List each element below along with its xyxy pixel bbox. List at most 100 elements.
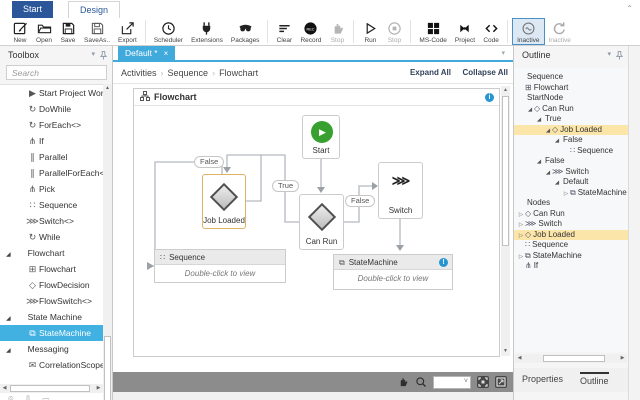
toolbox-item[interactable]: ↻ForEach<>	[0, 117, 103, 133]
category-arrow-icon[interactable]: ◢	[6, 252, 11, 258]
scrollbar-thumb[interactable]	[10, 385, 90, 392]
can-run-decision-node[interactable]: Can Run	[299, 194, 344, 250]
toolbox-menu-icon[interactable]: ▾	[91, 51, 95, 58]
toolbox-item[interactable]: ▶Start Project Workflow	[0, 85, 103, 101]
save-button[interactable]: Save	[56, 18, 80, 45]
category-arrow-icon[interactable]: ◢	[6, 316, 11, 322]
tree-arrow-icon[interactable]: ▷	[518, 253, 524, 260]
scrollbar-thumb[interactable]	[104, 336, 111, 400]
outline-row[interactable]: ◢True	[514, 114, 628, 125]
scroll-down-icon[interactable]: ▼	[503, 348, 508, 354]
outline-row[interactable]: ◢◇Can Run	[514, 104, 628, 115]
collapse-all-button[interactable]: Collapse All	[462, 68, 509, 77]
toolbox-item[interactable]: ↻While	[0, 229, 103, 245]
tree-arrow-icon[interactable]: ◢	[536, 117, 542, 123]
scrollbar-thumb[interactable]	[502, 96, 509, 246]
toolbox-item[interactable]: ✉CorrelationScope	[0, 357, 103, 373]
scroll-up-icon[interactable]: ▲	[105, 85, 110, 91]
scheduler-button[interactable]: Scheduler	[150, 18, 187, 45]
toolbox-item[interactable]: ∷Sequence	[0, 197, 103, 213]
zoom-magnifier-icon[interactable]	[415, 376, 427, 388]
tree-arrow-icon[interactable]: ◢	[545, 127, 551, 134]
mscode-button[interactable]: MS-Code	[415, 18, 450, 45]
inactive-toggle-button[interactable]: Inactive	[512, 18, 545, 45]
tree-arrow-icon[interactable]: ▷	[518, 222, 524, 228]
outline-row[interactable]: Nodes	[514, 198, 628, 209]
open-button[interactable]: Open	[32, 18, 56, 45]
ribbon-tab-design[interactable]: Design	[68, 1, 121, 18]
tree-arrow-icon[interactable]: ▷	[518, 232, 524, 239]
outline-horizontal-scrollbar[interactable]: ◀ ▶	[515, 354, 627, 363]
toolbox-item[interactable]: ∥Parallel	[0, 149, 103, 165]
outline-row[interactable]: ◢False	[514, 135, 628, 146]
outline-row[interactable]: ◢◇Job Loaded	[514, 124, 628, 135]
info-icon[interactable]: !	[439, 258, 448, 267]
packages-button[interactable]: Packages	[227, 18, 264, 45]
outline-menu-icon[interactable]: ▾	[607, 51, 611, 58]
close-tab-icon[interactable]: ×	[163, 49, 169, 58]
tree-arrow-icon[interactable]: ▷	[518, 211, 524, 218]
document-tab[interactable]: Default *×	[118, 46, 176, 60]
outline-row[interactable]: ▷⋙Switch	[514, 219, 628, 230]
toolbox-item[interactable]: ⊞Flowchart	[0, 261, 103, 277]
scroll-right-icon[interactable]: ▶	[96, 385, 101, 391]
outline-row[interactable]: StartNode	[514, 93, 628, 104]
outline-row[interactable]: ◢False	[514, 156, 628, 167]
expand-all-button[interactable]: Expand All	[409, 68, 451, 77]
outline-row[interactable]: ▷⧉StateMachine	[514, 251, 628, 262]
export-button[interactable]: Export	[114, 18, 141, 45]
scroll-right-icon[interactable]: ▶	[620, 355, 625, 361]
pan-hand-icon[interactable]	[397, 376, 409, 388]
outline-row[interactable]: ◢⋙Switch	[514, 167, 628, 178]
fit-to-screen-button[interactable]	[477, 376, 489, 388]
outline-row[interactable]: ∷Sequence	[514, 146, 628, 157]
outline-row[interactable]: ▷⧉StateMachine	[514, 188, 628, 199]
toolbox-item[interactable]: ◇FlowDecision	[0, 277, 103, 293]
pin-icon[interactable]	[616, 50, 623, 60]
tab-properties[interactable]: Properties	[522, 374, 564, 384]
outline-row[interactable]: ⊞Flowchart	[514, 83, 628, 94]
toolbox-horizontal-scrollbar[interactable]: ◀ ▶	[0, 384, 103, 393]
tree-arrow-icon[interactable]: ◢	[554, 138, 560, 144]
statemachine-collapsed-node[interactable]: ⧉StateMachine! Double-click to view	[333, 254, 453, 290]
toolbox-item[interactable]: ∥ParallelForEach<>	[0, 165, 103, 181]
toolbox-item[interactable]: ◢State Machine	[0, 309, 103, 325]
flowchart-activity[interactable]: Flowchart i	[133, 88, 500, 357]
outline-row[interactable]: ▷◇Can Run	[514, 209, 628, 220]
ribbon-tab-start[interactable]: Start	[12, 1, 54, 18]
toolbox-search-input[interactable]	[6, 65, 107, 80]
tree-arrow-icon[interactable]: ◢	[527, 106, 533, 113]
design-canvas[interactable]: Flowchart i	[113, 84, 513, 358]
scroll-left-icon[interactable]: ◀	[2, 385, 7, 391]
outline-row[interactable]: Sequence	[514, 72, 628, 83]
tree-arrow-icon[interactable]: ◢	[536, 159, 542, 165]
job-loaded-decision-node[interactable]: Job Loaded	[202, 174, 246, 229]
scroll-up-icon[interactable]: ▲	[503, 87, 508, 93]
tree-arrow-icon[interactable]: ◢	[545, 169, 551, 176]
saveas-button[interactable]: SaveAs..	[80, 18, 114, 45]
tree-arrow-icon[interactable]: ▷	[563, 190, 569, 197]
reset-zoom-button[interactable]	[495, 376, 507, 388]
toolbox-item[interactable]: ↻DoWhile	[0, 101, 103, 117]
toolbox-item[interactable]: ⋙Switch<>	[0, 213, 103, 229]
toolbox-item[interactable]: ⋔If	[0, 133, 103, 149]
scrollbar-thumb[interactable]	[543, 355, 605, 362]
code-button[interactable]: Code	[479, 18, 503, 45]
tree-arrow-icon[interactable]: ◢	[554, 180, 560, 186]
new-button[interactable]: New	[8, 18, 32, 45]
scroll-left-icon[interactable]: ◀	[517, 355, 522, 361]
toolbox-item[interactable]: ⋔Pick	[0, 181, 103, 197]
inactive-sync-button[interactable]: Inactive	[545, 18, 575, 45]
ribbon-collapse-icon[interactable]: ⌃	[626, 4, 633, 13]
run-button[interactable]: Run	[358, 18, 382, 45]
tab-outline[interactable]: Outline	[580, 372, 609, 386]
stop-run-button[interactable]: Stop	[382, 18, 406, 45]
toolbox-item[interactable]: ⋙FlowSwitch<>	[0, 293, 103, 309]
outline-row[interactable]: ▷◇Job Loaded	[514, 229, 628, 240]
breadcrumb-flowchart[interactable]: Flowchart	[219, 68, 259, 78]
toolbox-vertical-scrollbar[interactable]: ▲ ▼	[103, 84, 112, 400]
project-button[interactable]: Project	[451, 18, 479, 45]
outline-row[interactable]: ◢Default	[514, 177, 628, 188]
stop-record-button[interactable]: Stop	[325, 18, 349, 45]
toolbox-item[interactable]: ⧉StateMachine	[0, 325, 103, 341]
